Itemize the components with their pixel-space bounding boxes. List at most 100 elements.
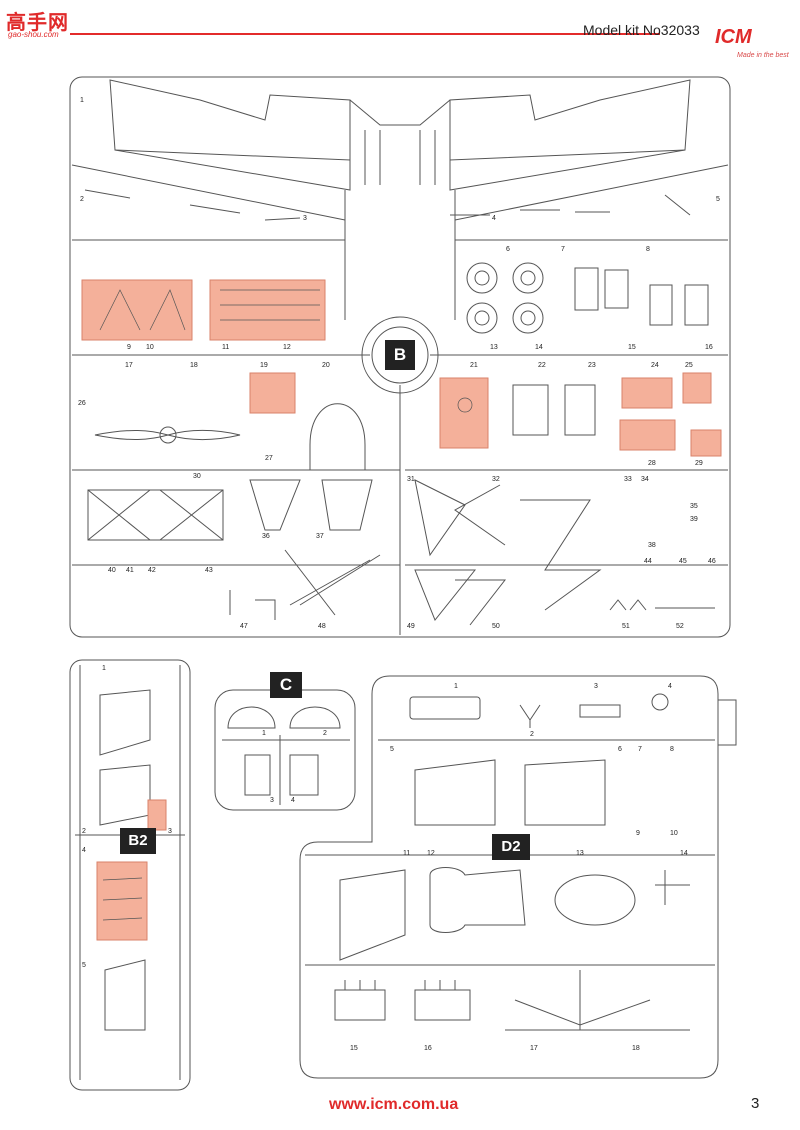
part-number: 23 (588, 362, 596, 369)
part-number: 15 (350, 1045, 358, 1052)
part-number: 32 (492, 476, 500, 483)
part-number: 4 (492, 215, 496, 222)
sprue-b2-frame (69, 659, 191, 1091)
page-number: 3 (751, 1095, 760, 1112)
part-number: 18 (190, 362, 198, 369)
part-number: 5 (390, 746, 394, 753)
part-number: 8 (670, 746, 674, 753)
icm-logo-text: ICM (715, 26, 752, 48)
part-number: 40 (108, 567, 116, 574)
sprue-b2-label: B2 (120, 828, 156, 854)
part-number: 4 (668, 683, 672, 690)
site-logo: 高手网 gao-shou.com (4, 6, 70, 40)
part-number: 4 (82, 847, 86, 854)
highlight-b-11-12 (209, 279, 326, 341)
part-number: 48 (318, 623, 326, 630)
part-number: 44 (644, 558, 652, 565)
part-number: 5 (82, 962, 86, 969)
part-number: 29 (695, 460, 703, 467)
part-number: 9 (636, 830, 640, 837)
sprue-d2-frame (299, 675, 719, 1079)
part-number: 46 (708, 558, 716, 565)
part-number: 51 (622, 623, 630, 630)
highlight-b-28 (619, 419, 676, 451)
part-number: 9 (127, 344, 131, 351)
highlight-b2-3 (147, 799, 167, 831)
sprue-b-label: B (385, 340, 415, 370)
part-number: 7 (638, 746, 642, 753)
part-number: 2 (80, 196, 84, 203)
part-number: 2 (323, 730, 327, 737)
part-number: 11 (222, 344, 230, 351)
part-number: 2 (530, 731, 534, 738)
part-number: 1 (80, 97, 84, 104)
part-number: 43 (205, 567, 213, 574)
part-number: 26 (78, 400, 86, 407)
part-number: 16 (705, 344, 713, 351)
part-number: 14 (535, 344, 543, 351)
part-number: 27 (265, 455, 273, 462)
part-number: 47 (240, 623, 248, 630)
part-number: 1 (454, 683, 458, 690)
part-number: 12 (283, 344, 291, 351)
part-number: 45 (679, 558, 687, 565)
part-number: 24 (651, 362, 659, 369)
part-number: 37 (316, 533, 324, 540)
highlight-b-21 (439, 377, 489, 449)
part-number: 18 (632, 1045, 640, 1052)
part-number: 20 (322, 362, 330, 369)
highlight-b-9-10 (81, 279, 193, 341)
footer-url: www.icm.com.ua (329, 1096, 459, 1113)
part-number: 3 (303, 215, 307, 222)
part-number: 6 (618, 746, 622, 753)
part-number: 30 (193, 473, 201, 480)
sprue-b-ring (361, 316, 439, 394)
part-number: 38 (648, 542, 656, 549)
highlight-b-29 (690, 429, 722, 457)
part-number: 17 (125, 362, 133, 369)
part-number: 42 (148, 567, 156, 574)
part-number: 50 (492, 623, 500, 630)
part-number: 11 (403, 850, 411, 857)
part-number: 35 (690, 503, 698, 510)
part-number: 34 (641, 476, 649, 483)
part-number: 3 (594, 683, 598, 690)
part-number: 6 (506, 246, 510, 253)
part-number: 12 (427, 850, 435, 857)
header-rule (70, 33, 660, 35)
highlight-b-19 (249, 372, 296, 414)
part-number: 8 (646, 246, 650, 253)
part-number: 5 (716, 196, 720, 203)
part-number: 21 (470, 362, 478, 369)
sprue-c-frame (214, 689, 356, 811)
sprue-b-wing (109, 79, 351, 161)
icm-logo-tagline: Made in the best (737, 52, 789, 59)
highlight-b-24 (621, 377, 673, 409)
part-number: 4 (291, 797, 295, 804)
part-number: 17 (530, 1045, 538, 1052)
part-number: 41 (126, 567, 134, 574)
part-number: 52 (676, 623, 684, 630)
part-number: 13 (490, 344, 498, 351)
highlight-b2-4 (96, 861, 148, 941)
part-number: 19 (260, 362, 268, 369)
part-number: 13 (576, 850, 584, 857)
site-logo-url: gao-shou.com (8, 30, 59, 39)
part-number: 14 (680, 850, 688, 857)
part-number: 1 (102, 665, 106, 672)
part-number: 15 (628, 344, 636, 351)
sprue-b-frame (69, 76, 731, 638)
part-number: 2 (82, 828, 86, 835)
part-number: 49 (407, 623, 415, 630)
part-number: 1 (262, 730, 266, 737)
part-number: 3 (270, 797, 274, 804)
part-number: 28 (648, 460, 656, 467)
part-number: 33 (624, 476, 632, 483)
part-number: 39 (690, 516, 698, 523)
part-number: 3 (168, 828, 172, 835)
site-logo-text: 高手网 (6, 12, 69, 34)
part-number: 7 (561, 246, 565, 253)
part-number: 22 (538, 362, 546, 369)
icm-logo: ICM Made in the best (715, 18, 795, 64)
